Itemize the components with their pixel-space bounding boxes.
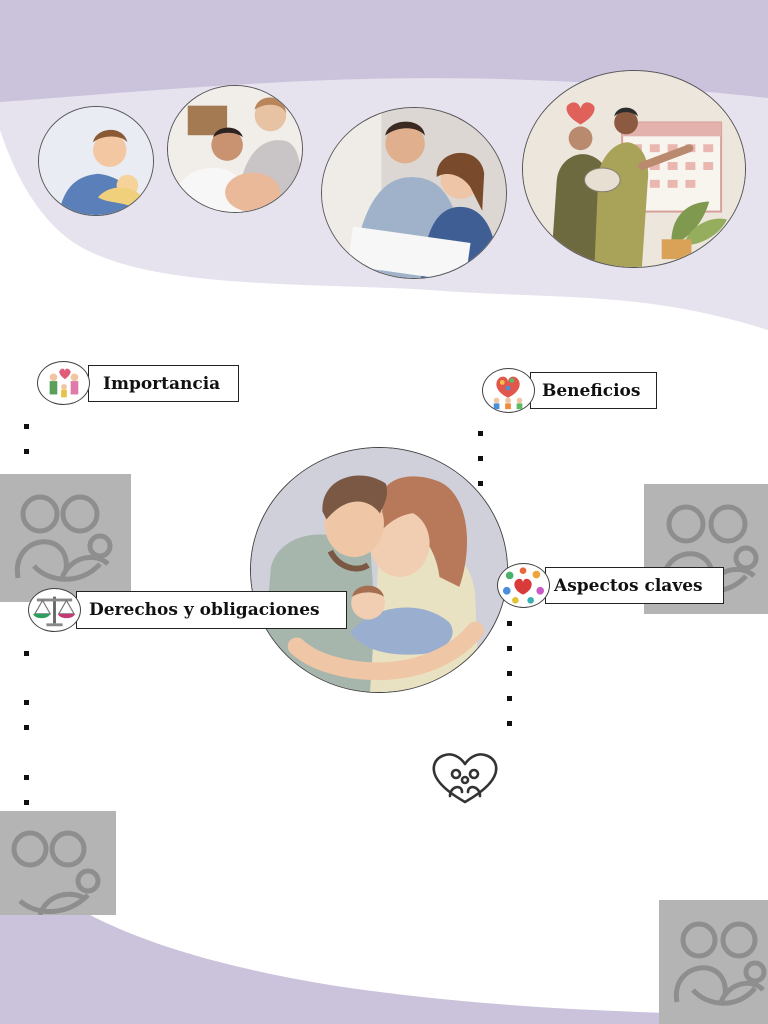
bullet [24, 700, 29, 705]
bullet [507, 696, 512, 701]
bullet [478, 456, 483, 461]
bullet [24, 800, 29, 805]
aspectos-heading: Aspectos claves [545, 567, 724, 604]
heart-family-outline-icon [432, 753, 498, 804]
beneficios-title: Beneficios [542, 380, 641, 401]
bullet [507, 721, 512, 726]
bottom-wave [0, 845, 768, 1024]
photo-father-daughter-drawing [321, 107, 507, 279]
derechos-heading: Derechos y obligaciones [76, 591, 347, 629]
bullet [24, 651, 29, 656]
bullet [507, 646, 512, 651]
watermark-family-bottom-left [0, 811, 116, 915]
heart-network-icon [497, 563, 550, 608]
importancia-heading: Importancia [88, 365, 239, 402]
center-family-illustration [250, 447, 508, 693]
bullet [24, 424, 29, 429]
bullet [24, 725, 29, 730]
heart-family-icon [482, 368, 535, 413]
bullet [507, 671, 512, 676]
aspectos-title: Aspectos claves [554, 575, 703, 596]
watermark-family-bottom-right [659, 900, 768, 1024]
scales-icon [28, 588, 81, 632]
derechos-title: Derechos y obligaciones [89, 600, 320, 620]
bullet [478, 481, 483, 486]
beneficios-heading: Beneficios [530, 372, 657, 409]
bullet [24, 775, 29, 780]
bullet [24, 449, 29, 454]
photo-family-calendar-illustration [522, 70, 746, 268]
bullet [478, 431, 483, 436]
family-icon [37, 361, 90, 405]
top-banner-dark [0, 0, 768, 102]
photo-father-feeding-baby [38, 106, 154, 216]
bullet [507, 621, 512, 626]
photo-expecting-couple [167, 85, 303, 213]
watermark-family-left [0, 474, 131, 602]
importancia-title: Importancia [103, 373, 221, 394]
